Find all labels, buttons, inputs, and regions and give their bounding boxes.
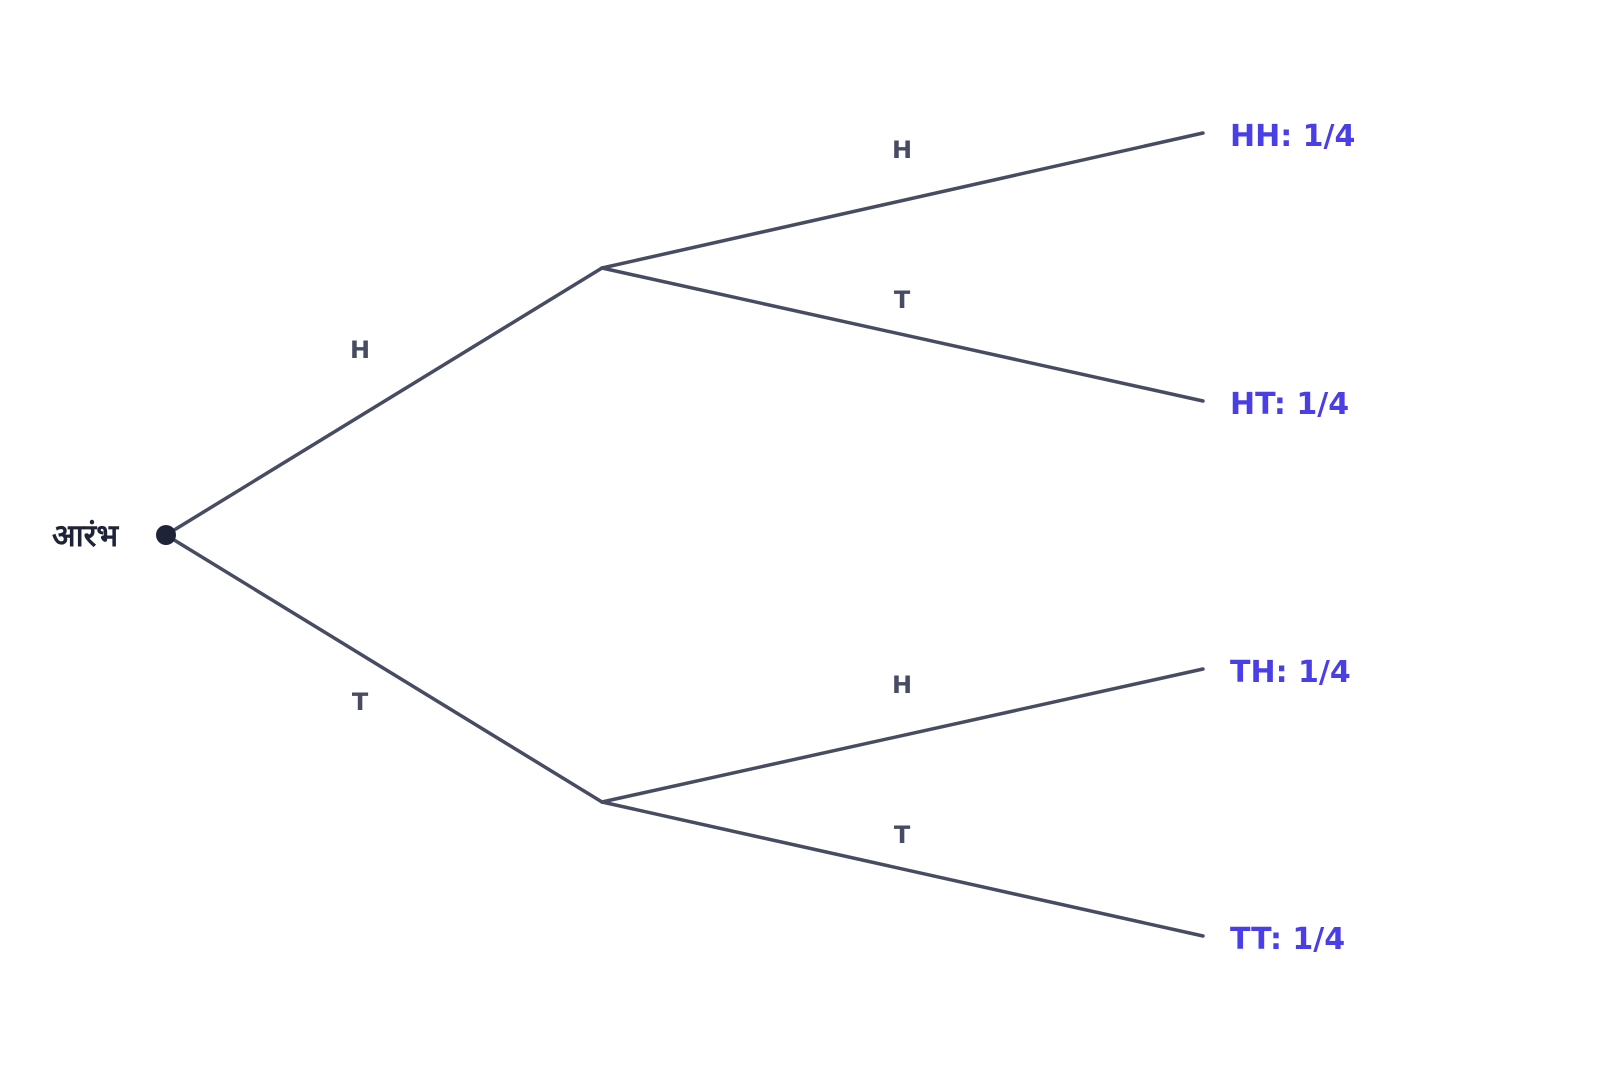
outcome-label-tt: TT: 1/4 xyxy=(1230,922,1345,957)
branch-label-th: H xyxy=(892,671,912,699)
branch-root-to-h xyxy=(164,266,604,537)
root-label: आरंभ xyxy=(52,518,119,554)
branch-label-first-h: H xyxy=(350,336,370,364)
branch-label-tt: T xyxy=(894,821,911,849)
outcome-label-th: TH: 1/4 xyxy=(1230,655,1351,690)
branch-t-to-tt xyxy=(600,800,1205,938)
branch-label-ht: T xyxy=(894,286,911,314)
branch-h-to-ht xyxy=(600,266,1205,403)
branch-h-to-hh xyxy=(600,131,1205,270)
branch-t-to-th xyxy=(600,667,1205,804)
outcome-label-hh: HH: 1/4 xyxy=(1230,119,1355,154)
branch-root-to-t xyxy=(164,533,604,804)
root-node xyxy=(156,525,176,545)
branch-label-hh: H xyxy=(892,136,912,164)
branch-label-first-t: T xyxy=(352,688,369,716)
outcome-label-ht: HT: 1/4 xyxy=(1230,387,1349,422)
